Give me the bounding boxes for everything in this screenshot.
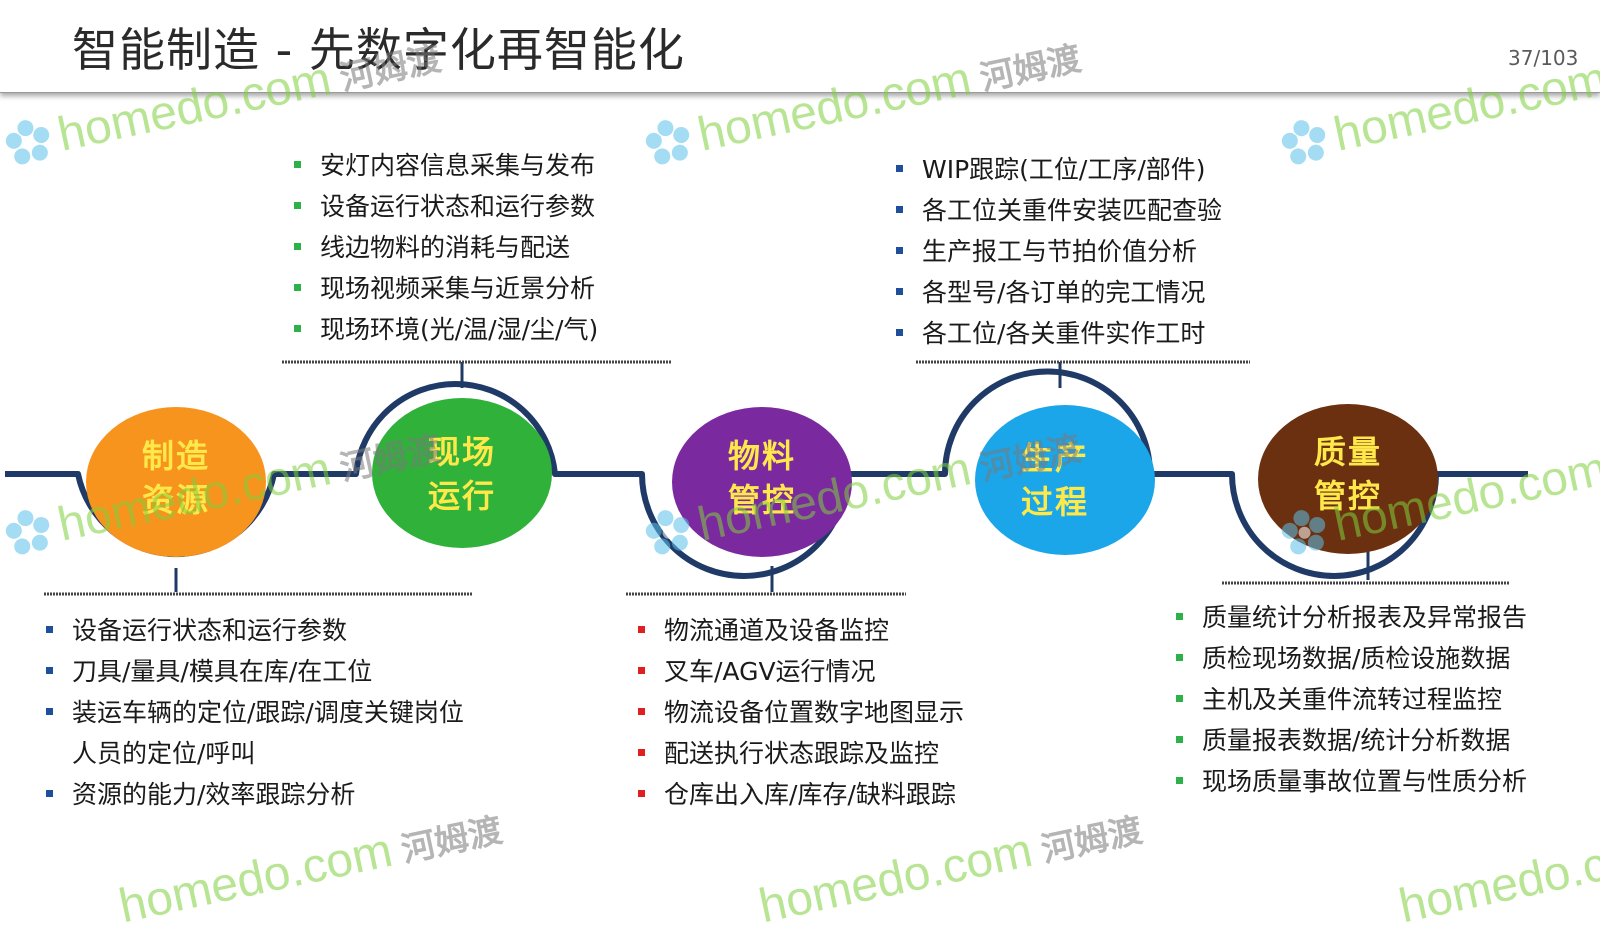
bullet-square-icon: [1176, 695, 1183, 702]
bullet-square-icon: [896, 329, 903, 336]
stage-quality-line1: 质量: [1313, 433, 1382, 471]
process-line: [5, 368, 1528, 579]
list-item: 装运车辆的定位/跟踪/调度关键岗位人员的定位/呼叫: [42, 692, 464, 774]
list-item: 现场视频采集与近景分析: [290, 268, 598, 309]
list-resource-bottom: 设备运行状态和运行参数 刀具/量具/模具在库/在工位 装运车辆的定位/跟踪/调度…: [42, 610, 464, 815]
list-item: 仓库出入库/库存/缺料跟踪: [634, 774, 964, 815]
page-number: 37/103: [1508, 46, 1579, 70]
list-item: 现场质量事故位置与性质分析: [1172, 761, 1527, 802]
stage-process-line1: 生产: [1020, 439, 1089, 477]
list-item: 叉车/AGV运行情况: [634, 651, 964, 692]
stage-material-label: 物料 管控: [687, 434, 837, 522]
bullet-square-icon: [294, 325, 301, 332]
list-item: 质量统计分析报表及异常报告: [1172, 597, 1527, 638]
list-material-bottom: 物流通道及设备监控 叉车/AGV运行情况 物流设备位置数字地图显示 配送执行状态…: [634, 610, 964, 815]
bullet-square-icon: [294, 284, 301, 291]
process-diagram: [5, 360, 1528, 596]
stage-material-line2: 管控: [727, 481, 796, 519]
list-item: 线边物料的消耗与配送: [290, 227, 598, 268]
bullet-square-icon: [638, 749, 645, 756]
list-item: 物流通道及设备监控: [634, 610, 964, 651]
stage-quality-line2: 管控: [1313, 477, 1382, 515]
list-item: 生产报工与节拍价值分析: [892, 231, 1222, 272]
stage-site-line2: 运行: [427, 477, 496, 515]
circle-resource: [86, 407, 266, 557]
stage-material-line1: 物料: [727, 437, 796, 475]
bullet-square-icon: [46, 708, 53, 715]
process-line-path: [5, 368, 1528, 579]
bullet-square-icon: [638, 667, 645, 674]
list-item: 质检现场数据/质检设施数据: [1172, 638, 1527, 679]
bullet-square-icon: [46, 626, 53, 633]
list-item: 设备运行状态和运行参数: [290, 186, 598, 227]
stage-resource-line1: 制造: [141, 437, 210, 475]
bullet-square-icon: [46, 790, 53, 797]
circle-site: [372, 398, 552, 548]
list-item: 各工位关重件安装匹配查验: [892, 190, 1222, 231]
bullet-square-icon: [896, 165, 903, 172]
stage-resource-line2: 资源: [141, 481, 210, 519]
circle-material: [672, 407, 852, 557]
stage-process-line2: 过程: [1020, 483, 1089, 521]
list-item: 物流设备位置数字地图显示: [634, 692, 964, 733]
list-item: WIP跟踪(工位/工序/部件): [892, 149, 1222, 190]
bullet-square-icon: [294, 243, 301, 250]
list-item: 主机及关重件流转过程监控: [1172, 679, 1527, 720]
stage-site-label: 现场 运行: [387, 430, 537, 518]
stage-process-label: 生产 过程: [980, 436, 1130, 524]
bullet-square-icon: [1176, 613, 1183, 620]
bullet-square-icon: [638, 708, 645, 715]
list-item: 各工位/各关重件实作工时: [892, 313, 1222, 354]
bullet-square-icon: [46, 667, 53, 674]
list-item: 现场环境(光/温/湿/尘/气): [290, 309, 598, 350]
list-item: 资源的能力/效率跟踪分析: [42, 774, 464, 815]
connector-stubs: [174, 362, 1370, 592]
bullet-square-icon: [294, 202, 301, 209]
stage-site-line1: 现场: [427, 433, 496, 471]
bullet-square-icon: [638, 790, 645, 797]
list-site-top: 安灯内容信息采集与发布 设备运行状态和运行参数 线边物料的消耗与配送 现场视频采…: [290, 145, 598, 350]
list-process-top: WIP跟踪(工位/工序/部件) 各工位关重件安装匹配查验 生产报工与节拍价值分析…: [892, 149, 1222, 354]
bullet-square-icon: [294, 161, 301, 168]
list-item: 刀具/量具/模具在库/在工位: [42, 651, 464, 692]
bullet-square-icon: [896, 247, 903, 254]
list-item: 质量报表数据/统计分析数据: [1172, 720, 1527, 761]
list-item: 安灯内容信息采集与发布: [290, 145, 598, 186]
bullet-square-icon: [1176, 777, 1183, 784]
brackets: [44, 360, 1510, 596]
bullet-square-icon: [896, 206, 903, 213]
bullet-square-icon: [896, 288, 903, 295]
list-quality-bottom: 质量统计分析报表及异常报告 质检现场数据/质检设施数据 主机及关重件流转过程监控…: [1172, 597, 1527, 802]
stage-quality-label: 质量 管控: [1273, 430, 1423, 518]
list-item: 设备运行状态和运行参数: [42, 610, 464, 651]
list-item: 各型号/各订单的完工情况: [892, 272, 1222, 313]
bullet-square-icon: [1176, 654, 1183, 661]
circle-process: [975, 405, 1155, 555]
bullet-square-icon: [1176, 736, 1183, 743]
bullet-square-icon: [638, 626, 645, 633]
stage-resource-label: 制造 资源: [101, 434, 251, 522]
page-title: 智能制造 - 先数字化再智能化: [72, 23, 685, 77]
header-bar: 智能制造 - 先数字化再智能化 37/103: [0, 0, 1600, 93]
list-item: 配送执行状态跟踪及监控: [634, 733, 964, 774]
